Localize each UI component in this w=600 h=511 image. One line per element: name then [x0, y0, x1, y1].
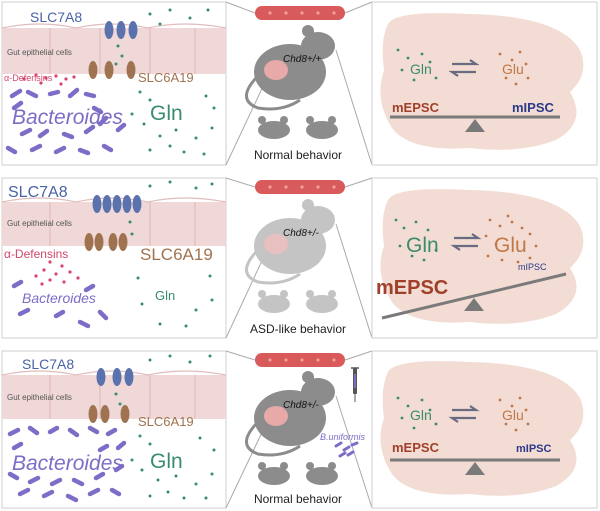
gut-gln-label: Gln [150, 450, 183, 473]
slc6a19-label: SLC6A19 [140, 245, 213, 264]
row-3: SLC7A8 Gut epithelial cells SLC6A19 Bact… [1, 350, 598, 509]
mouse-genotype-label: Chd8+/- [283, 400, 320, 411]
brain-gln-label: Gln [406, 234, 439, 257]
slc7a8-transporters-1 [104, 21, 138, 39]
zoom-line-brain-2 [344, 177, 373, 188]
zoom-line-gut-3 [225, 350, 256, 361]
bacteroides-label: Bacteroides [12, 452, 123, 475]
brain-shape-3 [380, 361, 584, 496]
epithelium-label: Gut epithelial cells [7, 48, 72, 57]
zoom-line-gut-1 [225, 1, 256, 14]
mipsc-label: mIPSC [516, 443, 552, 455]
mouse-body-2 [245, 199, 335, 285]
blood-vessel-2 [255, 180, 345, 194]
mouse-panel-3: Chd8+/- B.uniformis Normal behavior [225, 350, 373, 509]
balance-beam-2 [381, 272, 567, 320]
small-mice-2 [258, 290, 338, 313]
defensins-label: α-Defensins [4, 73, 53, 83]
mouse-body-1 [245, 25, 335, 111]
bacteroides-cells-2 [11, 279, 109, 329]
defensin-dots-1 [22, 73, 76, 86]
mouse-genotype-label: Chd8+/+ [283, 54, 322, 65]
mouse-genotype-label: Chd8+/- [283, 228, 320, 239]
gut-epithelium-1 [2, 23, 226, 74]
bacteroides-label: Bacteroides [22, 290, 96, 306]
epithelium-label: Gut epithelial cells [7, 219, 72, 228]
mepsc-label: mEPSC [392, 440, 440, 455]
slc6a19-label: SLC6A19 [138, 414, 194, 429]
mepsc-label: mEPSC [392, 100, 440, 115]
mipsc-label: mIPSC [518, 262, 547, 272]
exchange-arrows-2 [450, 233, 482, 251]
brain-gln-dots-1 [396, 48, 438, 82]
brain-glu-dots-3 [498, 396, 530, 432]
zoom-line-brain-3 [344, 350, 373, 361]
gut-epithelium-3 [2, 370, 226, 419]
gln-dots-2 [128, 180, 214, 328]
mipsc-label: mIPSC [512, 100, 555, 115]
gut-gln-label: Gln [155, 288, 175, 303]
brain-glu-label: Glu [502, 61, 524, 77]
defensins-label: α-Defensins [4, 247, 68, 261]
gut-gln-label: Gln [150, 102, 183, 125]
slc6a19-label: SLC6A19 [138, 70, 194, 85]
zoom-line-gut-2 [225, 177, 256, 188]
brain-gln-dots-2 [394, 218, 438, 262]
mepsc-label: mEPSC [376, 277, 448, 299]
b-uniformis-cells [334, 441, 359, 458]
row-1: SLC7A8 Gut epithelial cells SLC6A19 α-De… [1, 1, 598, 166]
behavior-label: Normal behavior [254, 492, 342, 506]
brain-glu-label: Glu [494, 234, 527, 257]
slc6a19-transporters-3 [88, 405, 130, 423]
blood-vessel-1 [255, 6, 345, 20]
blood-vessel-3 [255, 353, 345, 367]
small-mice-3 [258, 462, 338, 485]
exchange-arrows-1 [448, 59, 480, 77]
row-2: SLC7A8 Gut epithelial cells SLC6A19 α-De… [1, 177, 598, 339]
mouse-panel-2: Chd8+/- ASD-like behavior [225, 177, 373, 339]
fulcrum-3 [465, 462, 485, 475]
gln-dots-1 [114, 8, 216, 156]
slc6a19-transporters-1 [88, 61, 136, 79]
zoom-line-brain-1 [344, 1, 373, 14]
mouse-body-3 [245, 371, 335, 457]
slc6a19-transporters-2 [84, 233, 128, 251]
slc7a8-label: SLC7A8 [22, 356, 74, 372]
bacteroides-cells-3 [7, 425, 127, 503]
small-mice-1 [258, 116, 338, 139]
defensin-dots-2 [34, 260, 80, 286]
slc7a8-label: SLC7A8 [8, 184, 68, 201]
behavior-label: Normal behavior [254, 148, 342, 162]
slc7a8-label: SLC7A8 [30, 9, 82, 25]
brain-gln-label: Gln [410, 61, 432, 77]
syringe-icon [351, 367, 359, 402]
treatment-label: B.uniformis [320, 432, 366, 442]
brain-shape-2 [380, 189, 584, 324]
brain-glu-label: Glu [502, 407, 524, 423]
slc7a8-transporters-3 [96, 368, 134, 386]
epithelium-label: Gut epithelial cells [7, 393, 72, 402]
brain-gln-dots-3 [396, 396, 438, 430]
exchange-arrows-3 [448, 405, 480, 423]
brain-glu-dots-2 [484, 214, 538, 264]
bacteroides-label: Bacteroides [12, 106, 123, 129]
mouse-gut-2 [264, 234, 288, 254]
brain-glu-dots-1 [498, 50, 530, 86]
bacteroides-cells-1 [5, 87, 127, 156]
mouse-gut-3 [264, 406, 288, 426]
mouse-panel-1: Chd8+/+ Normal behavior [225, 1, 373, 166]
mouse-gut-1 [264, 60, 288, 80]
slc7a8-transporters-2 [92, 195, 142, 213]
fulcrum-1 [465, 119, 485, 132]
behavior-label: ASD-like behavior [250, 322, 346, 336]
gln-dots-3 [114, 354, 216, 500]
brain-gln-label: Gln [410, 407, 432, 423]
fulcrum-2 [464, 298, 484, 311]
